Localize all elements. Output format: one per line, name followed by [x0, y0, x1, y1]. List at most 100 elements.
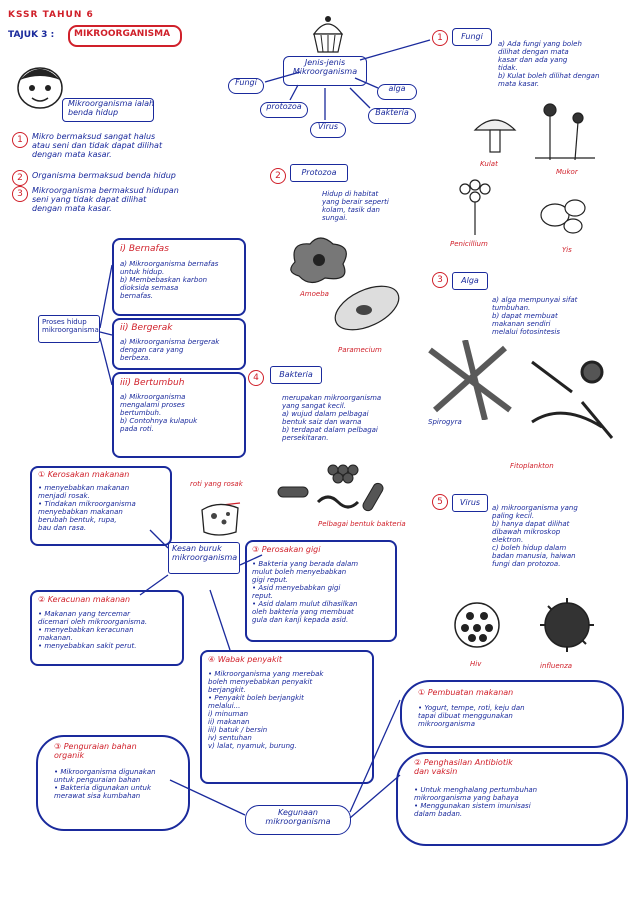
bergerak-title-text: Bergerak — [131, 323, 173, 333]
hiv-label: Hiv — [470, 660, 482, 668]
influenza-illustration — [540, 598, 594, 652]
bertumbuh-box — [112, 372, 246, 458]
u2-title: ② Penghasilan Antibiotik dan vaksin — [414, 758, 513, 777]
node-protozoa: protozoa — [260, 102, 308, 118]
bergerak-box — [112, 318, 246, 370]
fungi-num: 1 — [432, 30, 448, 46]
definition-text: Mikroorganisma ialah benda hidup — [68, 99, 155, 118]
effects-label-box — [168, 542, 240, 574]
intro-point-2: Organisma bermaksud benda hidup — [32, 171, 176, 180]
e3-box — [245, 540, 397, 642]
bertumbuh-text: a) Mikroorganisma mengalami proses bertu… — [120, 393, 198, 434]
bernafas-title-text: Bernafas — [128, 244, 169, 254]
node-protozoa-label: protozoa — [266, 102, 302, 111]
life-label: Proses hidup mikroorganisma — [42, 318, 99, 335]
intro-point-3: Mikroorganisma bermaksud hidupan seni ya… — [32, 186, 179, 214]
jenis-box — [283, 56, 367, 86]
kulat-illustration — [473, 119, 517, 153]
e1-title-text: Kerosakan makanan — [47, 470, 130, 479]
intro-num-1: 1 — [12, 132, 28, 148]
intro-num-3: 3 — [12, 186, 28, 202]
fungi-title-box: Fungi — [452, 28, 492, 46]
fitoplankton-label: Fitoplankton — [510, 462, 554, 470]
u3-text: • Mikroorganisma digunakan untuk pengura… — [54, 768, 156, 801]
microbe-mascot-icon — [17, 67, 63, 109]
node-alga: alga — [377, 84, 417, 100]
e4-text: • Mikroorganisma yang merebak boleh meny… — [208, 670, 324, 751]
protozoa-title-box: Protozoa — [290, 164, 348, 182]
virus-title: Virus — [459, 498, 481, 507]
bertumbuh-title-text: Bertumbuh — [133, 378, 185, 388]
e4-title: ④ Wabak penyakit — [208, 655, 282, 664]
e3-title: ③ Perosakan gigi — [252, 545, 321, 554]
e3-text: • Bakteria yang berada dalam mulut boleh… — [252, 560, 359, 625]
u2-box — [396, 752, 628, 846]
paramecium-label: Paramecium — [338, 346, 382, 354]
u1-text: • Yogurt, tempe, roti, keju dan tapai di… — [418, 704, 525, 729]
u2-title-text: Penghasilan Antibiotik dan vaksin — [414, 758, 513, 777]
uses-label: Kegunaan mikroorganisma — [265, 808, 331, 827]
protozoa-title: Protozoa — [301, 168, 337, 177]
jenis-label: Jenis-jenis Mikroorganisma — [292, 58, 358, 77]
paramecium-illustration — [334, 285, 400, 331]
intro-num-2: 2 — [12, 170, 28, 186]
yis-label: Yis — [562, 246, 572, 254]
alga-text: a) alga mempunyai sifat tumbuhan. b) dap… — [492, 296, 578, 337]
penicillium-illustration — [459, 179, 491, 235]
virus-title-box: Virus — [452, 494, 488, 512]
bakteria-title-box: Bakteria — [270, 366, 322, 384]
alga-title: Alga — [461, 276, 479, 285]
penicillium-label: Penicillium — [450, 240, 488, 248]
effects-label: Kesan buruk mikroorganisma — [172, 544, 238, 563]
e4-title-text: Wabak penyakit — [217, 655, 282, 664]
node-bakteria-label: Bakteria — [375, 108, 409, 117]
header-topic: MIKROORGANISMA — [74, 29, 171, 39]
node-fungi-label: Fungi — [235, 78, 257, 87]
header-level: KSSR TAHUN 6 — [8, 10, 94, 20]
e3-title-text: Perosakan gigi — [261, 545, 321, 554]
node-alga-label: alga — [388, 84, 406, 93]
header-topic-prefix: TAJUK 3 : — [8, 30, 55, 40]
amoeba-label: Amoeba — [300, 290, 329, 298]
u3-title: ③ Penguraian bahan organik — [54, 742, 137, 761]
bakteria-title: Bakteria — [279, 370, 313, 379]
roti-illustration — [201, 503, 239, 536]
bakteria-illustration — [277, 464, 384, 512]
virus-num: 5 — [432, 494, 448, 510]
alga-title-box: Alga — [452, 272, 488, 290]
virus-text: a) mikroorganisma yang paling kecil. b) … — [492, 504, 578, 569]
spirogyra-label: Spirogyra — [428, 418, 462, 426]
bernafas-text: a) Mikroorganisma bernafas untuk hidup. … — [120, 260, 219, 301]
u2-text: • Untuk menghalang pertumbuhan mikroorga… — [414, 786, 538, 819]
yis-illustration — [540, 199, 586, 234]
e2-title: ② Keracunan makanan — [38, 595, 131, 604]
bergerak-text: a) Mikroorganisma bergerak dengan cara y… — [120, 338, 220, 363]
e2-title-text: Keracunan makanan — [47, 595, 131, 604]
e1-box — [30, 466, 172, 546]
fungi-title: Fungi — [461, 32, 483, 41]
cupcake-icon — [312, 16, 344, 53]
u3-box — [36, 735, 190, 831]
u3-title-text: Penguraian bahan organik — [54, 742, 137, 761]
kulat-label: Kulat — [480, 160, 498, 168]
topic-box — [68, 25, 182, 47]
u1-box — [400, 680, 624, 748]
definition-box — [62, 98, 154, 122]
uses-label-box — [245, 805, 351, 835]
life-label-box — [38, 315, 100, 343]
intro-point-1: Mikro bermaksud sangat halus atau seni d… — [32, 132, 163, 160]
bertumbuh-title: iii) Bertumbuh — [120, 378, 185, 388]
influenza-label: influenza — [540, 662, 573, 670]
node-virus-label: Virus — [317, 122, 339, 131]
u1-title-text: Pembuatan makanan — [427, 688, 514, 697]
alga-num: 3 — [432, 272, 448, 288]
u1-title: ① Pembuatan makanan — [418, 688, 514, 697]
fungi-text: a) Ada fungi yang boleh dilihat dengan m… — [498, 40, 600, 89]
protozoa-num: 2 — [270, 168, 286, 184]
mukor-label: Mukor — [556, 168, 578, 176]
hiv-illustration — [454, 602, 500, 648]
bakteria-caption: Pelbagai bentuk bakteria — [318, 520, 406, 528]
amoeba-illustration — [290, 237, 347, 284]
bergerak-title: ii) Bergerak — [120, 323, 173, 333]
